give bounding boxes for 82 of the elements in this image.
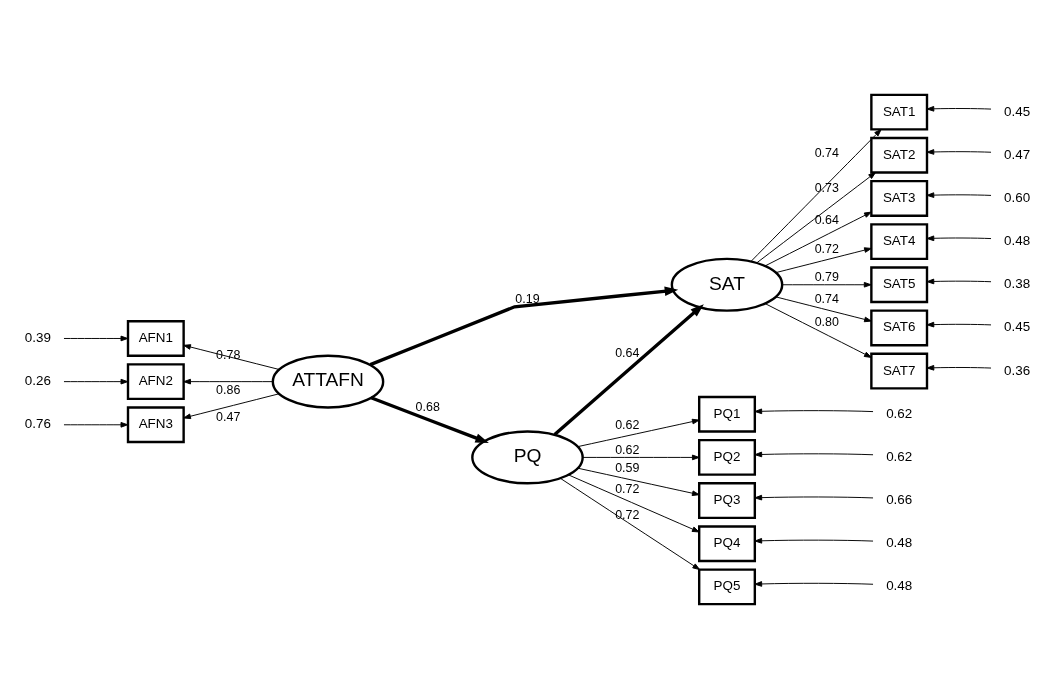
edge-label: 0.62: [615, 417, 640, 432]
arrow: [756, 171, 876, 263]
node-text: 0.38: [1004, 275, 1031, 291]
arrow: [781, 281, 872, 288]
arrow: [926, 191, 992, 198]
node-box: AFN1: [126, 319, 185, 357]
edge-label: 0.74: [814, 145, 839, 160]
node-text: 0.39: [24, 329, 51, 345]
edge-label: 0.86: [216, 382, 241, 397]
arrow: [750, 128, 882, 262]
edge-label: 0.74: [814, 291, 839, 306]
arrow: [754, 580, 874, 587]
edge-label: 0.47: [216, 409, 241, 424]
node-box: PQ4: [698, 524, 757, 562]
arrow: [926, 321, 992, 327]
edge-label: 0.72: [615, 481, 640, 496]
edge-label: 0.72: [814, 241, 839, 256]
edge-label: 0.72: [615, 507, 640, 522]
node-text: 0.26: [24, 372, 51, 388]
node-text: 0.47: [1004, 146, 1031, 162]
arrow: [369, 286, 679, 366]
node-box: SAT1: [870, 93, 929, 131]
node-box: PQ5: [698, 567, 757, 605]
arrow: [754, 451, 874, 457]
arrow: [926, 105, 992, 112]
arrow: [577, 467, 700, 496]
node-box: SAT5: [870, 265, 929, 303]
node-text: 0.48: [886, 534, 913, 550]
arrow: [370, 395, 489, 443]
edge-label: 0.64: [814, 212, 839, 227]
arrow: [553, 303, 704, 436]
node-box: AFN3: [126, 405, 185, 443]
node-box: SAT4: [870, 222, 929, 260]
node-box: PQ3: [698, 481, 757, 519]
node-box: SAT7: [870, 352, 929, 390]
arrow: [754, 494, 874, 500]
edge-label: 0.19: [515, 291, 540, 306]
node-text: 0.48: [1004, 232, 1031, 248]
arrow: [567, 473, 700, 532]
arrow: [926, 364, 992, 371]
node-box: PQ2: [698, 438, 757, 476]
node-text: 0.62: [886, 448, 913, 464]
node-text: 0.48: [886, 577, 913, 593]
arrow: [775, 295, 872, 322]
arrow: [764, 211, 872, 266]
node-ellipse: ATTAFN: [271, 354, 385, 409]
arrow: [183, 392, 280, 419]
node-text: 0.45: [1004, 318, 1031, 334]
arrow: [926, 234, 992, 241]
edge-label: 0.62: [615, 442, 640, 457]
node-text: 0.76: [24, 415, 51, 431]
arrow: [63, 335, 129, 341]
node-text: 0.66: [886, 491, 913, 507]
arrow: [926, 148, 992, 155]
node-text: 0.60: [1004, 189, 1031, 205]
node-box: SAT6: [870, 308, 929, 346]
edge-label: 0.79: [814, 269, 839, 284]
arrow: [582, 454, 700, 460]
node-box: SAT3: [870, 179, 929, 217]
arrow: [775, 246, 872, 273]
arrow: [183, 343, 280, 370]
node-box: SAT2: [870, 136, 929, 174]
node-text: 0.62: [886, 405, 913, 421]
edge-label: 0.80: [814, 314, 839, 329]
arrow: [63, 421, 129, 428]
arrow: [63, 378, 129, 384]
arrow: [577, 418, 700, 447]
node-box: AFN2: [126, 362, 185, 400]
edge-label: 0.68: [415, 399, 440, 414]
edge-label: 0.73: [814, 180, 839, 195]
arrow: [926, 278, 992, 284]
node-ellipse: SAT: [670, 257, 784, 312]
node-text: 0.36: [1004, 362, 1031, 378]
node-text: 0.45: [1004, 103, 1031, 119]
arrow: [764, 302, 872, 358]
arrow: [183, 378, 274, 384]
node-box: PQ1: [698, 395, 757, 433]
edge-label: 0.59: [615, 460, 640, 475]
edge-label: 0.64: [615, 345, 640, 360]
arrow: [754, 407, 874, 414]
arrow: [560, 477, 701, 570]
arrow: [754, 537, 874, 544]
